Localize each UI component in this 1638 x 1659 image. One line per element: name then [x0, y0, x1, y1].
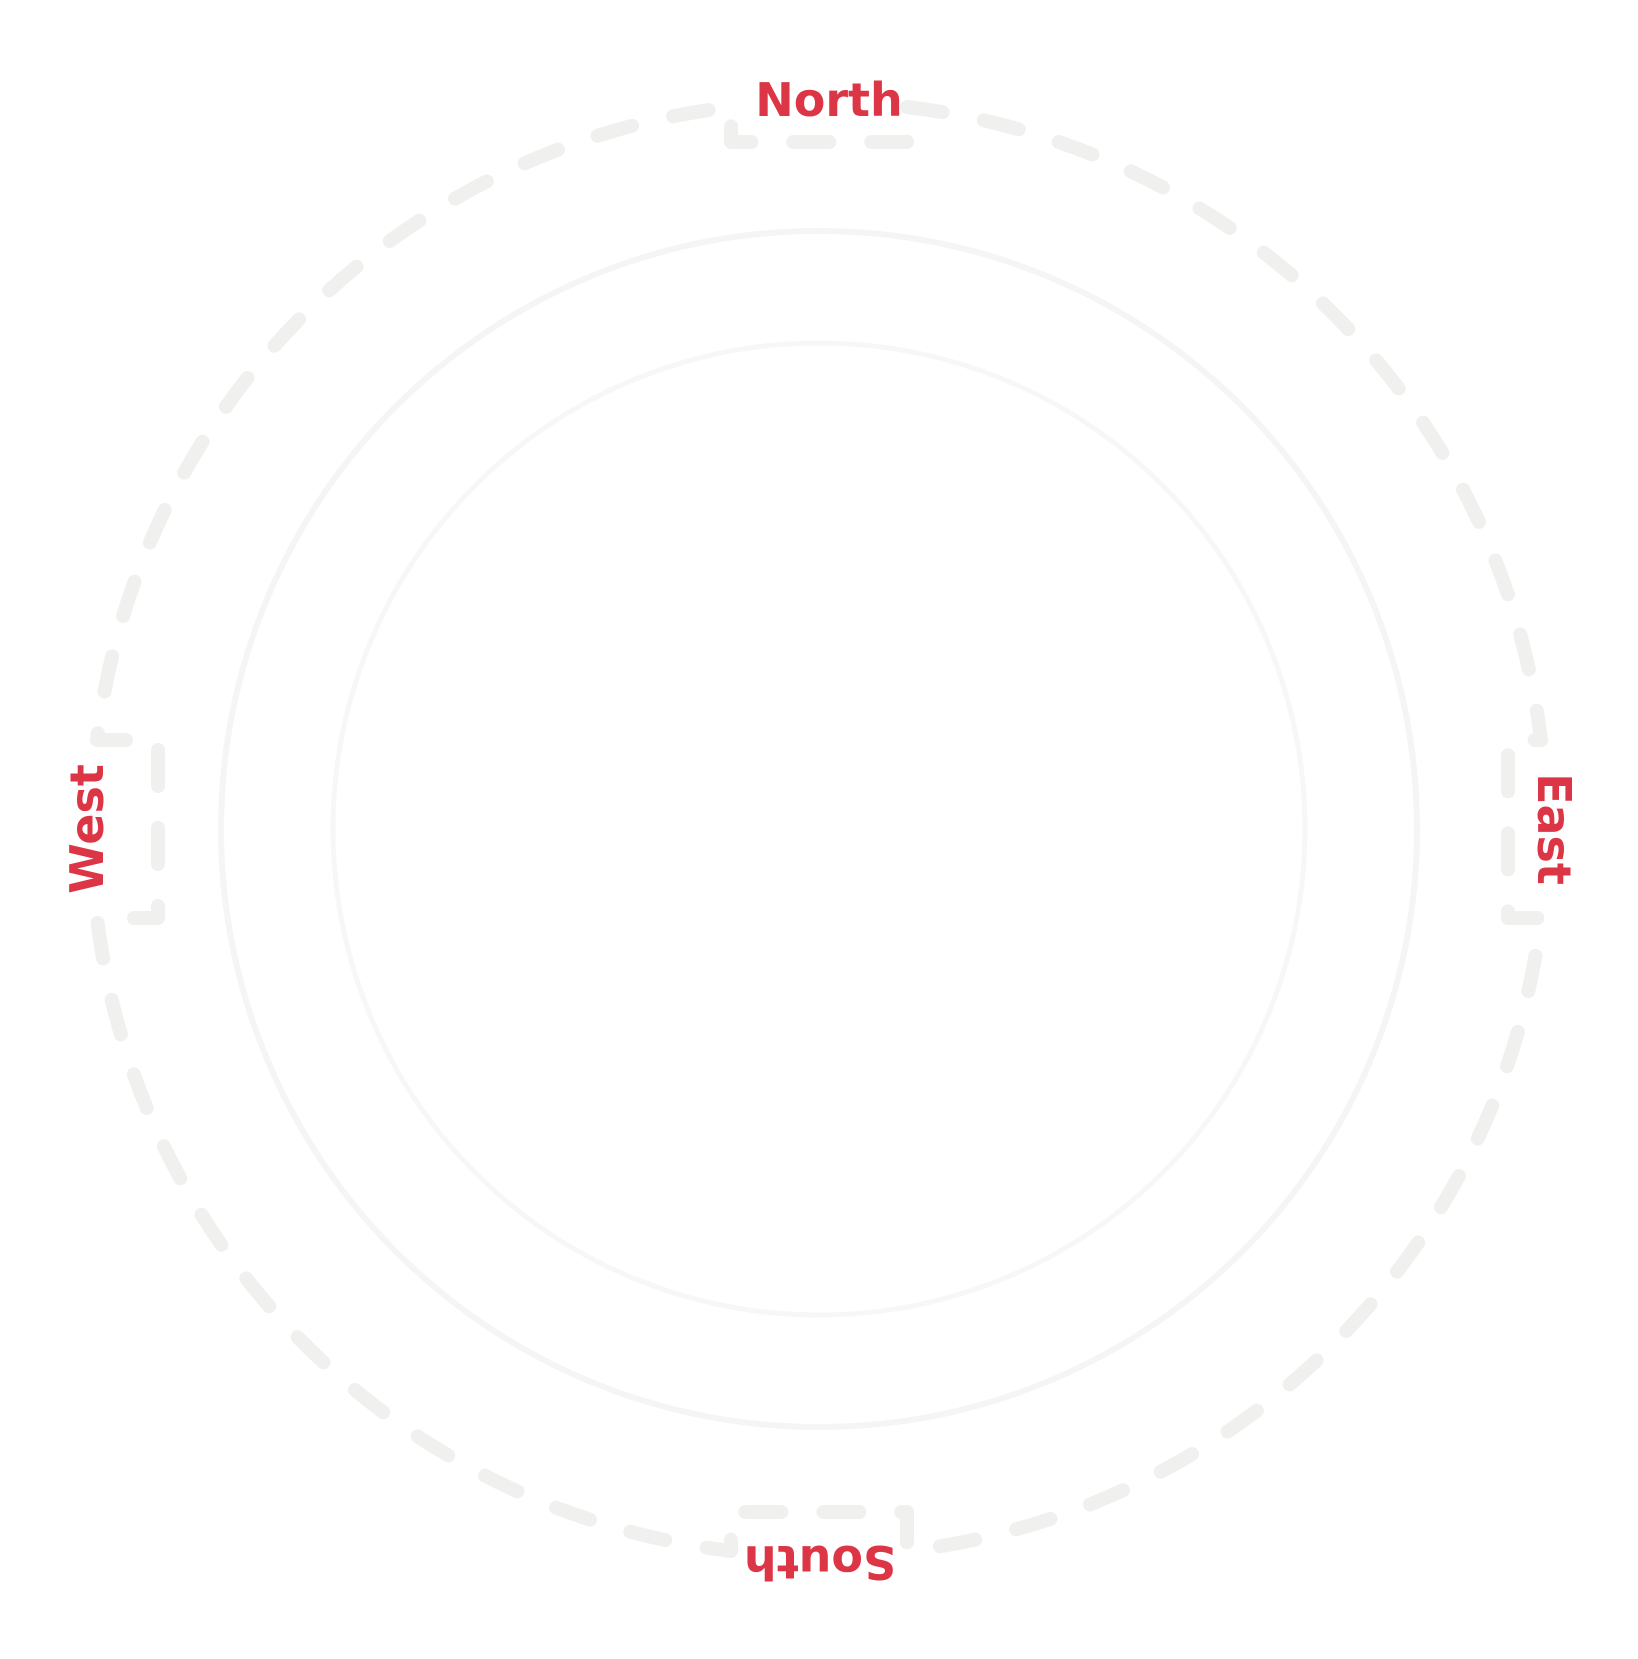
south-label: South	[744, 1535, 896, 1589]
east-label: East	[1527, 773, 1581, 885]
middle-ring	[218, 228, 1420, 1430]
inner-ring	[330, 340, 1308, 1318]
north-label: North	[755, 73, 903, 127]
west-label: West	[60, 764, 114, 894]
outer-dashed-ring	[90, 100, 1548, 1558]
